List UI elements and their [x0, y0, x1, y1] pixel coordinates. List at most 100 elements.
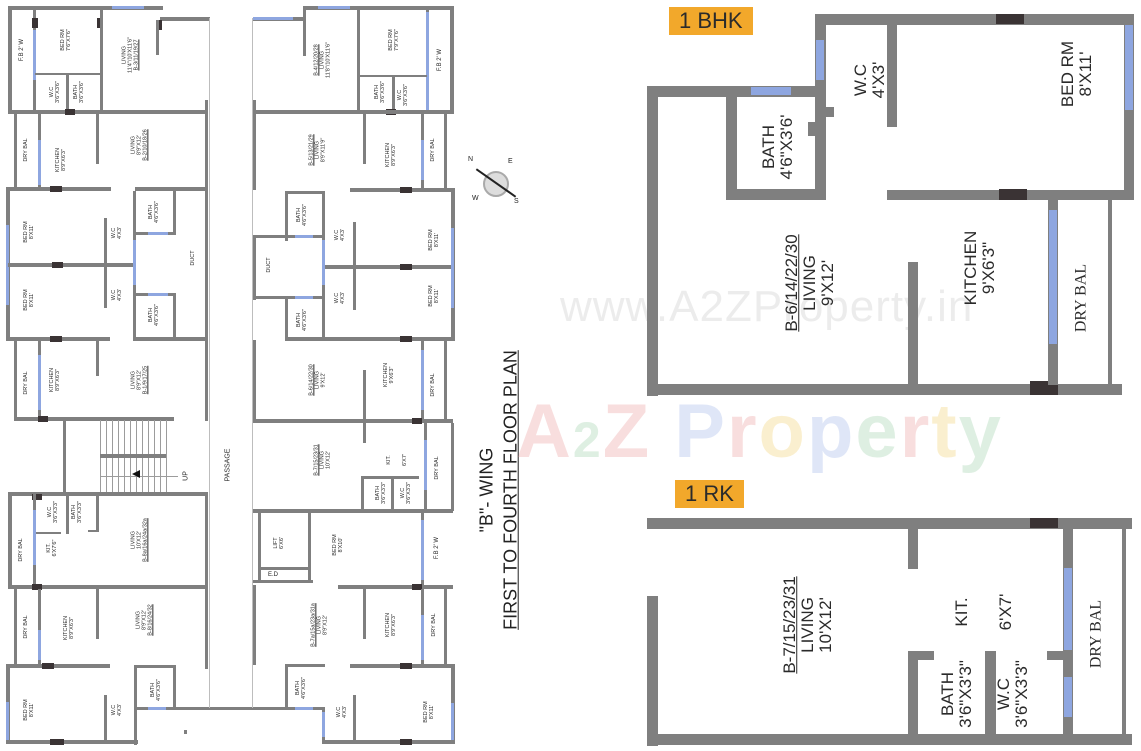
wall	[726, 95, 737, 200]
window	[38, 630, 41, 660]
wall	[258, 513, 261, 583]
window	[421, 350, 424, 410]
wall	[8, 585, 208, 589]
compass-n: N	[468, 156, 474, 163]
wall	[655, 734, 1132, 745]
wing-title: "B"- WING	[476, 447, 497, 533]
door	[38, 416, 48, 422]
window	[421, 520, 424, 580]
up-label: UP	[182, 471, 190, 481]
wall	[8, 6, 12, 114]
door	[50, 336, 62, 342]
window	[1049, 210, 1057, 344]
wall	[14, 114, 17, 189]
door	[65, 109, 75, 115]
room-label: DRY BAL	[1087, 599, 1105, 669]
wall	[908, 651, 918, 739]
wall	[136, 707, 256, 710]
room-label: F.B 2' W	[436, 48, 443, 72]
window	[426, 12, 429, 110]
wall	[134, 665, 176, 668]
wall	[253, 235, 325, 238]
wall	[66, 494, 69, 534]
wall	[647, 518, 1132, 529]
wall	[285, 296, 288, 340]
door	[412, 584, 422, 590]
window	[816, 40, 824, 80]
door	[42, 663, 54, 669]
room-label: KIT.	[386, 455, 393, 465]
wall	[104, 218, 107, 308]
wall	[647, 86, 658, 396]
window	[295, 707, 313, 710]
wall	[258, 567, 311, 570]
wall	[96, 114, 99, 164]
window	[295, 296, 313, 299]
door	[50, 186, 62, 192]
window	[451, 228, 454, 308]
watermark-logo: A2Z Property	[516, 389, 1003, 474]
compass-s: S	[514, 198, 519, 205]
wall	[63, 419, 66, 494]
ed-label: E.D	[268, 572, 279, 578]
wall	[451, 423, 454, 511]
wall	[253, 235, 256, 300]
wall	[726, 189, 826, 200]
wall	[173, 665, 176, 709]
door	[1030, 518, 1058, 528]
wall	[184, 730, 187, 734]
wall	[253, 296, 325, 299]
wall	[826, 107, 834, 117]
room-label: DRY BAL	[430, 138, 437, 162]
wall	[325, 265, 453, 269]
wall	[303, 6, 453, 10]
wall	[392, 76, 395, 110]
wall	[808, 122, 818, 136]
window	[322, 240, 325, 285]
window	[295, 235, 313, 238]
wall	[35, 73, 103, 75]
wall	[353, 695, 356, 740]
room-label: DRY BAL	[431, 613, 438, 637]
window	[38, 140, 41, 185]
window	[38, 355, 41, 410]
wall	[6, 740, 138, 744]
door	[32, 494, 42, 500]
wall	[357, 10, 360, 110]
wall	[361, 476, 364, 512]
window	[6, 225, 9, 305]
wall	[363, 114, 366, 164]
door	[156, 20, 162, 30]
wall	[253, 340, 256, 420]
window	[1125, 25, 1133, 110]
wall	[253, 100, 256, 190]
wall	[450, 6, 454, 114]
window	[148, 232, 168, 235]
room-label: KIT.6'X7'6"	[46, 539, 58, 557]
door	[50, 739, 64, 745]
wall	[8, 263, 136, 267]
